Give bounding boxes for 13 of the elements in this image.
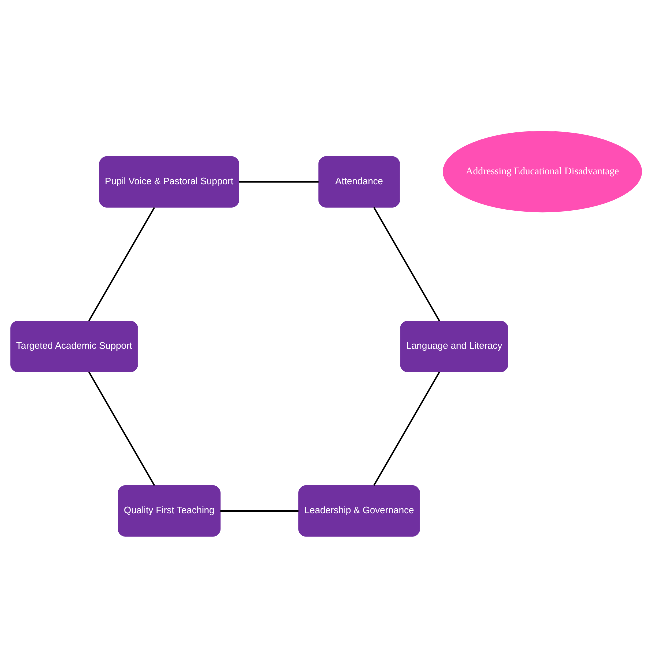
connector <box>239 181 319 183</box>
connector <box>374 372 440 486</box>
connector <box>374 207 440 322</box>
connector <box>88 372 156 486</box>
connector <box>220 510 299 512</box>
node-box: Quality First Teaching <box>118 486 221 537</box>
node-box: Pupil Voice & Pastoral Support <box>99 156 240 208</box>
connector <box>88 207 156 322</box>
node-box: Language and Literacy <box>400 321 508 372</box>
node-box: Leadership & Governance <box>298 486 420 537</box>
node-box: Attendance <box>318 156 400 208</box>
node-box: Targeted Academic Support <box>10 321 138 372</box>
node-ellipse: Addressing Educational Disadvantage <box>443 131 642 213</box>
